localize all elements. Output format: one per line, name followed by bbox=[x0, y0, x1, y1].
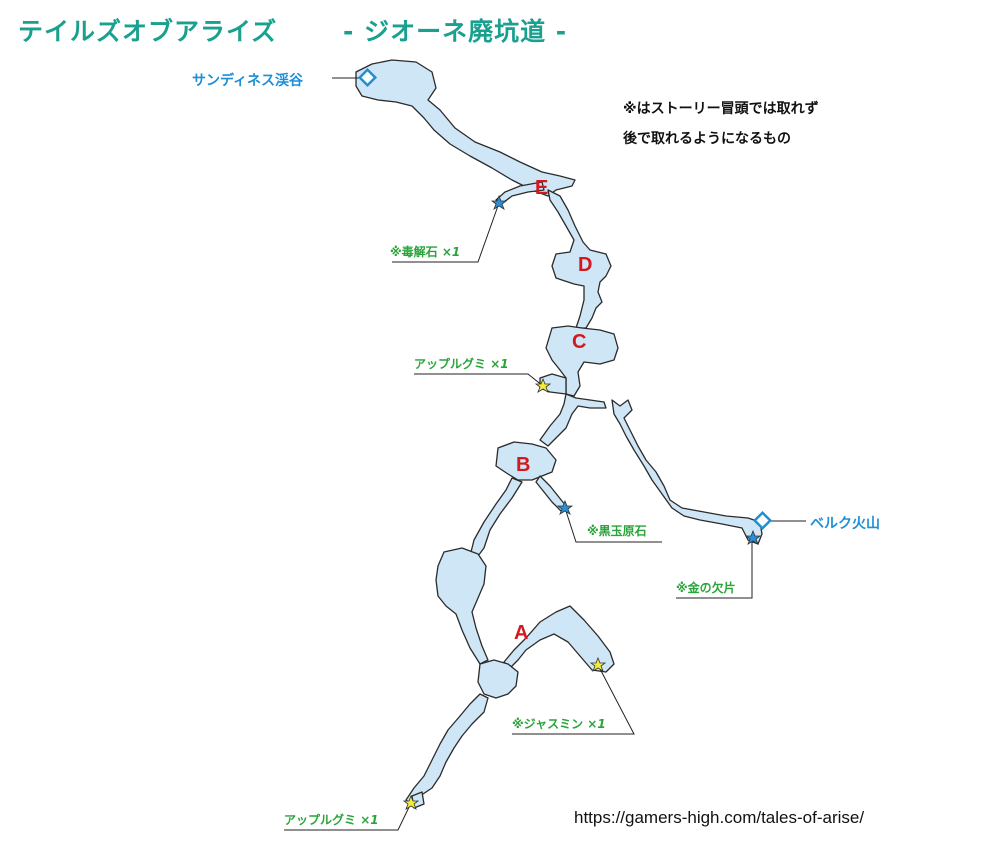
item-qty: ×1 bbox=[360, 813, 379, 827]
note-line-2: 後で取れるようになるもの bbox=[623, 131, 791, 147]
area-title: - ジオーネ廃坑道 - bbox=[343, 17, 568, 46]
exit-label-sandiness: サンディネス渓谷 bbox=[192, 73, 304, 89]
cave-section-b bbox=[495, 441, 557, 481]
cave-section-c bbox=[545, 325, 619, 397]
cave-section-junction bbox=[539, 393, 607, 447]
yellow-star-icon bbox=[589, 656, 607, 672]
item-label: ※毒解石 ×1 bbox=[390, 243, 460, 260]
item-label: ※黒玉原石 bbox=[587, 522, 647, 539]
item-name: アップルグミ bbox=[414, 357, 487, 371]
yellow-star-icon bbox=[534, 377, 552, 393]
item-label: ※金の欠片 bbox=[676, 579, 736, 596]
point-b: B bbox=[516, 454, 531, 476]
item-qty: ×1 bbox=[441, 245, 461, 259]
exit-label-velk: ベルク火山 bbox=[810, 516, 880, 532]
cave-section-lower-junction bbox=[477, 659, 519, 699]
point-d: D bbox=[578, 254, 593, 276]
cave-section-top bbox=[355, 59, 576, 197]
item-label: アップルグミ ×1 bbox=[414, 355, 509, 372]
item-label: アップルグミ ×1 bbox=[284, 811, 379, 828]
point-e: E bbox=[535, 177, 549, 199]
blue-star-icon bbox=[490, 194, 508, 210]
item-name: アップルグミ bbox=[284, 813, 357, 827]
source-url[interactable]: https://gamers-high.com/tales-of-arise/ bbox=[574, 808, 865, 827]
cave-section-bottom bbox=[405, 693, 489, 805]
exit-marker-velk bbox=[752, 510, 773, 531]
cave-section-b-down bbox=[469, 477, 523, 557]
item-qty: ×1 bbox=[490, 357, 509, 371]
item-label: ※ジャスミン ×1 bbox=[512, 715, 606, 732]
point-c: C bbox=[572, 331, 587, 353]
exit-marker-sandiness bbox=[357, 67, 378, 88]
item-name: ※毒解石 bbox=[390, 245, 438, 259]
blue-star-icon bbox=[556, 499, 574, 515]
point-a: A bbox=[514, 622, 529, 644]
blue-star-icon bbox=[744, 529, 762, 545]
yellow-star-icon bbox=[402, 794, 420, 810]
item-name: ※黒玉原石 bbox=[587, 524, 647, 538]
cave-section-middle bbox=[435, 547, 489, 665]
note-line-1: ※はストーリー冒頭では取れず bbox=[623, 101, 819, 117]
game-title: テイルズオブアライズ bbox=[18, 17, 278, 46]
item-name: ※ジャスミン bbox=[512, 717, 584, 731]
item-qty: ×1 bbox=[587, 717, 606, 731]
item-name: ※金の欠片 bbox=[676, 581, 736, 595]
